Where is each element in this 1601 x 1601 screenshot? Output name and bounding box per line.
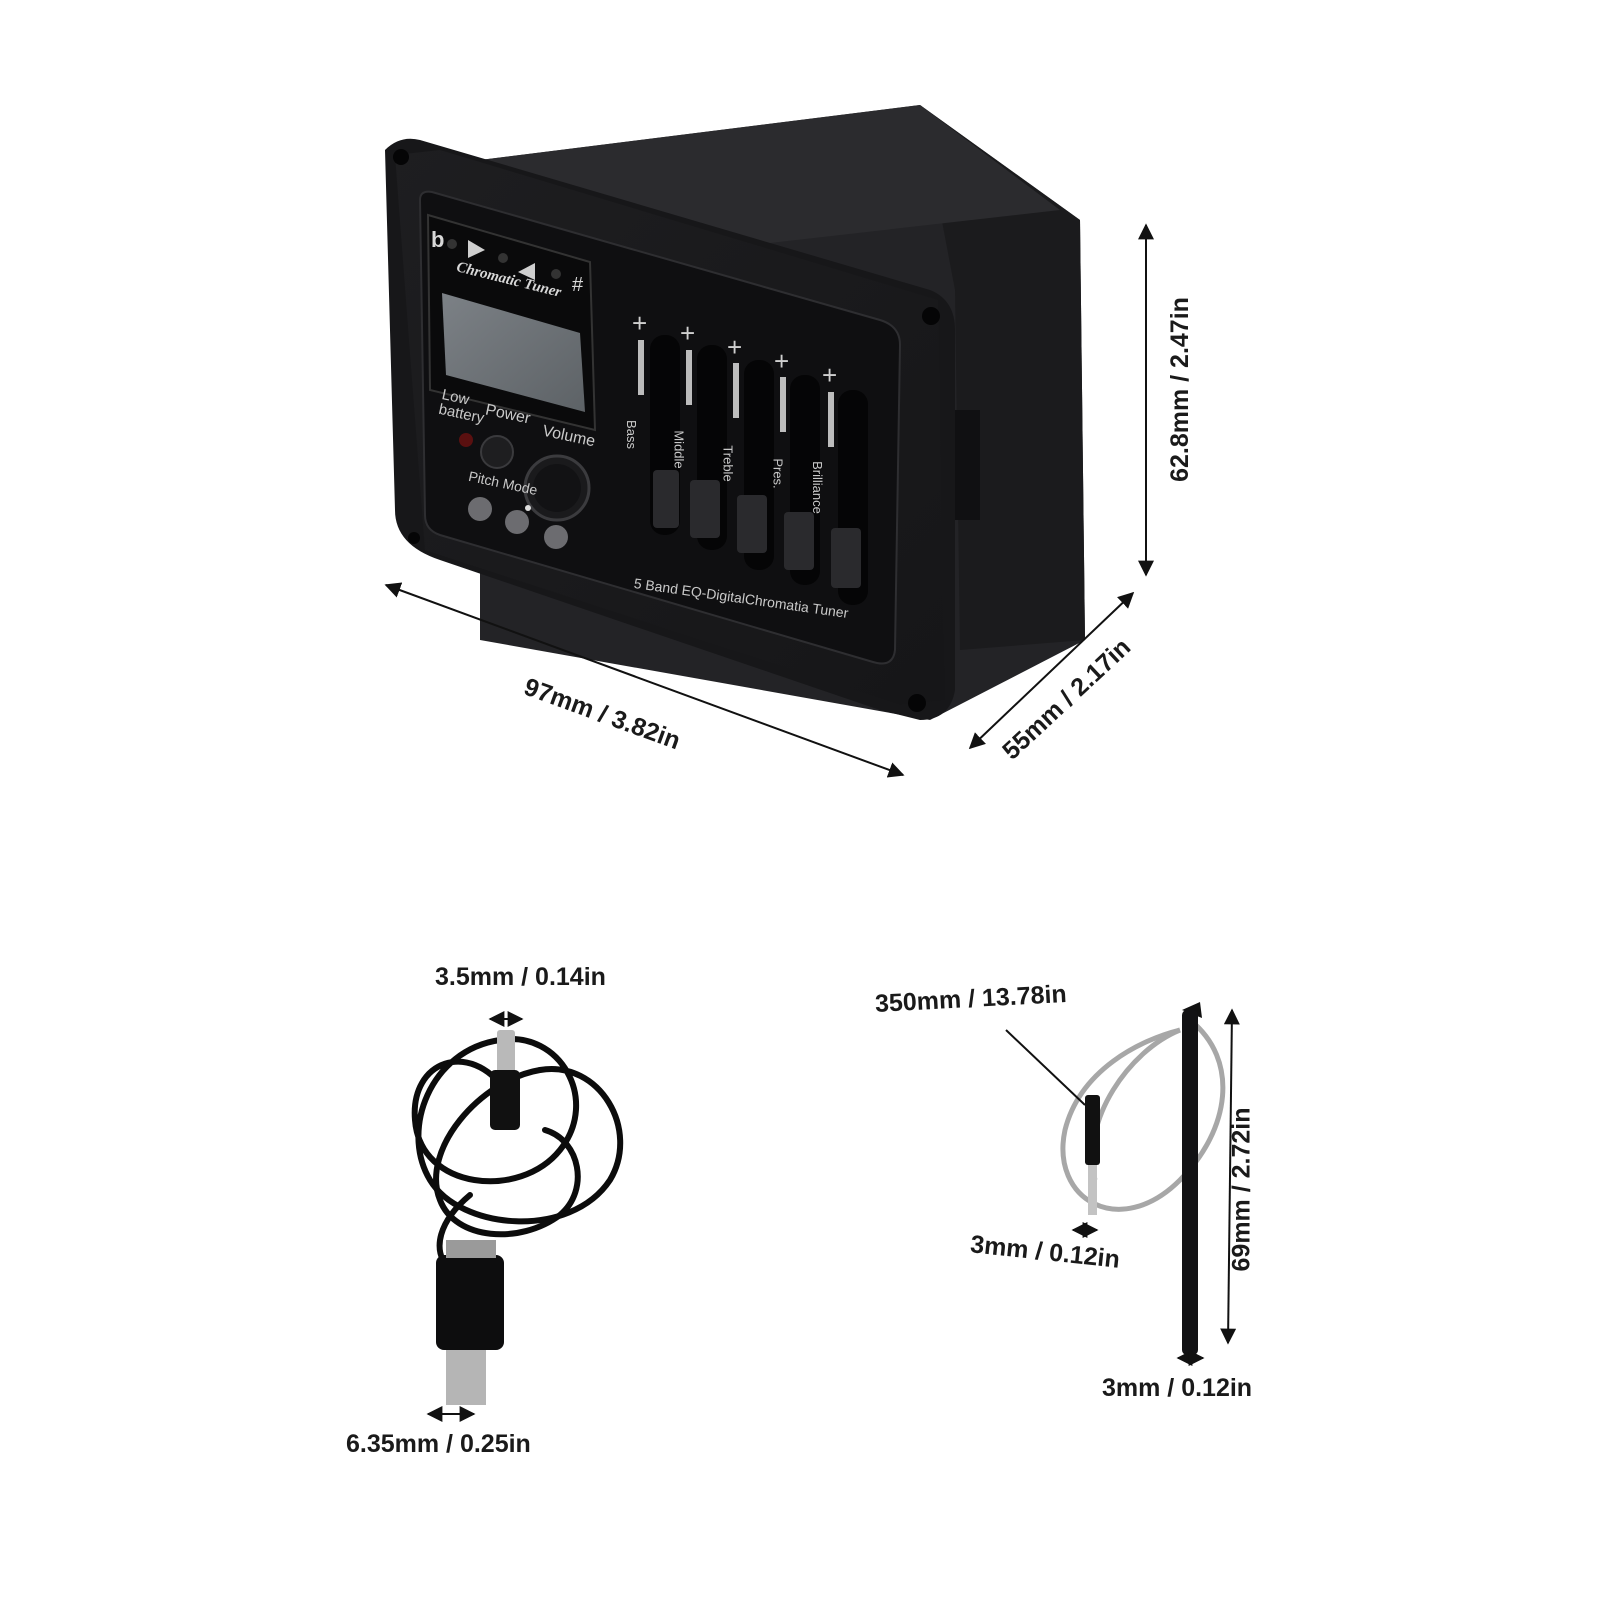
flat-symbol: b <box>431 227 445 252</box>
svg-text:+: + <box>822 360 837 390</box>
svg-text:+: + <box>727 332 742 362</box>
mini-plug-tip <box>497 1030 515 1075</box>
depth-arrow <box>968 591 1135 750</box>
pickup-length-dimension: 69mm / 2.72in <box>1227 1107 1256 1272</box>
svg-text:+: + <box>774 346 789 376</box>
svg-text:+: + <box>680 318 695 348</box>
pickup-connector <box>1085 1095 1100 1165</box>
output-jack <box>436 1255 504 1350</box>
width-arrow <box>384 582 905 778</box>
eq-band-brilliance: Brilliance <box>809 461 825 514</box>
preamp-unit: + + + + + <box>385 105 1085 720</box>
eq-sliders: + + + + + <box>632 308 868 605</box>
eq-band-treble: Treble <box>720 445 736 482</box>
mini-plug-body <box>490 1070 520 1130</box>
mini-plug-dimension: 3.5mm / 0.14in <box>435 963 606 991</box>
pickup-length-arrow <box>1220 1008 1240 1345</box>
piezo-pickup-strip <box>1182 1010 1198 1355</box>
cable-length-leader <box>1005 1029 1086 1106</box>
eq-band-middle: Middle <box>671 430 687 469</box>
pickup-width-dimension: 3mm / 0.12in <box>1102 1374 1253 1402</box>
svg-text:+: + <box>632 308 647 338</box>
eq-band-pres: Pres. <box>770 458 786 489</box>
height-dimension: 62.8mm / 2.47in <box>1165 297 1194 482</box>
jack-dimension: 6.35mm / 0.25in <box>346 1430 531 1458</box>
eq-band-bass: Bass <box>623 420 639 449</box>
sharp-symbol: # <box>572 274 584 296</box>
